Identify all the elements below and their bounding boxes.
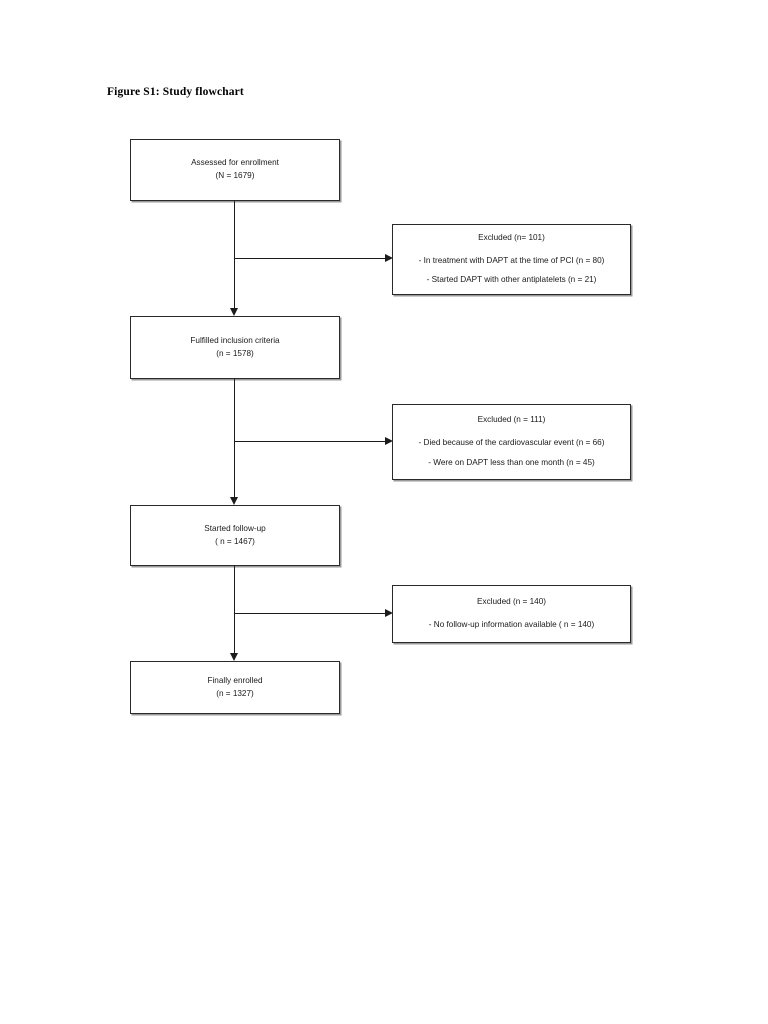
- exclusion-reason: - Started DAPT with other antiplatelets …: [426, 275, 597, 285]
- node-label: Started follow-up: [204, 523, 266, 533]
- exclusion-reason: - Were on DAPT less than one month (n = …: [428, 457, 595, 467]
- node-label: Fulfilled inclusion criteria: [190, 335, 280, 345]
- connector-horizontal-to-exclusion-3: [234, 613, 385, 615]
- connector-vertical-fulfilled-to-started: [234, 379, 236, 498]
- node-count: ( n = 1467): [215, 536, 255, 546]
- arrowhead-down-to-fulfilled: [230, 308, 238, 316]
- connector-horizontal-to-exclusion-1: [234, 258, 385, 260]
- exclusion-node-3: Excluded (n = 140) - No follow-up inform…: [392, 585, 631, 643]
- figure-title: Figure S1: Study flowchart: [107, 86, 244, 98]
- exclusion-reason: - No follow-up information available ( n…: [428, 620, 595, 630]
- node-label: Finally enrolled: [207, 675, 263, 685]
- node-count: (n = 1578): [216, 348, 254, 358]
- flow-node-fulfilled-inclusion-criteria: Fulfilled inclusion criteria (n = 1578): [130, 316, 340, 379]
- flow-node-finally-enrolled: Finally enrolled (n = 1327): [130, 661, 340, 714]
- node-count: (N = 1679): [215, 171, 255, 180]
- exclusion-heading: Excluded (n = 140): [477, 597, 546, 607]
- exclusion-heading: Excluded (n= 101): [478, 232, 545, 242]
- arrowhead-right-to-exclusion-1: [385, 254, 393, 262]
- exclusion-reason: - In treatment with DAPT at the time of …: [418, 255, 605, 265]
- exclusion-reason: - Died because of the cardiovascular eve…: [418, 438, 605, 448]
- node-count: (n = 1327): [216, 688, 254, 698]
- arrowhead-down-to-started: [230, 497, 238, 505]
- arrowhead-right-to-exclusion-3: [385, 609, 393, 617]
- arrowhead-right-to-exclusion-2: [385, 437, 393, 445]
- arrowhead-down-to-finally: [230, 653, 238, 661]
- connector-vertical-started-to-finally: [234, 566, 236, 654]
- flow-node-assessed-for-enrollment: Assessed for enrollment (N = 1679): [130, 139, 340, 201]
- exclusion-node-2: Excluded (n = 111) - Died because of the…: [392, 404, 631, 480]
- connector-horizontal-to-exclusion-2: [234, 441, 385, 443]
- exclusion-node-1: Excluded (n= 101) - In treatment with DA…: [392, 224, 631, 295]
- flow-node-started-follow-up: Started follow-up ( n = 1467): [130, 505, 340, 566]
- connector-vertical-assessed-to-fulfilled: [234, 201, 236, 310]
- exclusion-heading: Excluded (n = 111): [477, 415, 546, 425]
- node-label: Assessed for enrollment: [191, 158, 279, 168]
